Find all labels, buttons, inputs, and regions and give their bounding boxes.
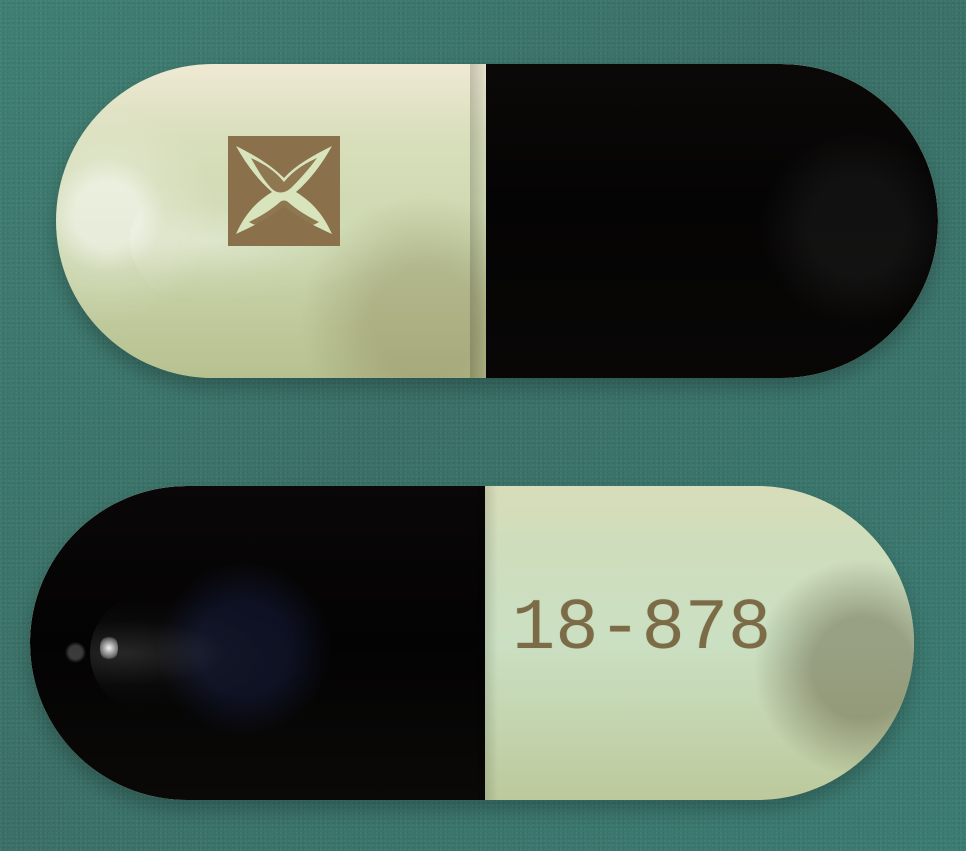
top-capsule-dark-half — [486, 64, 938, 378]
capsule-imprint: 18-878 — [512, 588, 772, 670]
bottom-capsule-dark-half — [30, 486, 485, 800]
bottom-capsule-cream-half — [485, 486, 914, 800]
bottom-capsule: 18-878 — [30, 486, 914, 800]
triangle-logo-icon — [228, 136, 340, 246]
top-capsule — [56, 64, 938, 378]
bottom-capsule-specular-highlight — [100, 634, 118, 662]
